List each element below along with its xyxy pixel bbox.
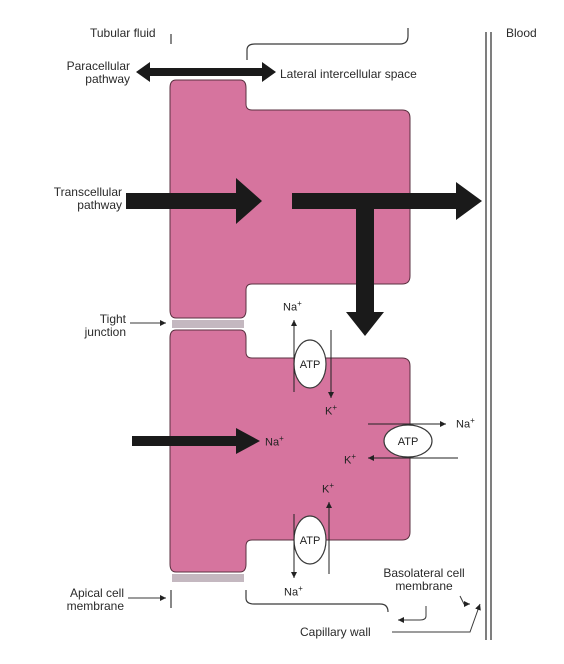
transcellular-pathway-label: Transcellular pathway	[53, 185, 122, 212]
lower-cell	[169, 329, 411, 573]
tight-junction-strands	[172, 320, 244, 328]
na-label-entry: Na+	[265, 434, 284, 449]
atp-pump-right: ATP	[368, 421, 458, 461]
blood-label: Blood	[506, 26, 537, 40]
label-pointers	[128, 320, 481, 633]
tubular-fluid-label: Tubular fluid	[90, 26, 156, 40]
lateral-intercellular-space-label: Lateral intercellular space	[280, 67, 417, 81]
lateral-space-top	[246, 28, 409, 60]
na-label-bottom: Na+	[284, 584, 303, 599]
atp-label-bottom: ATP	[300, 535, 321, 547]
upper-cell	[169, 79, 411, 319]
bottom-junction-strands	[172, 574, 244, 582]
paracellular-arrow	[136, 62, 276, 82]
atp-pump-bottom: ATP	[291, 502, 332, 578]
na-label-right: Na+	[456, 416, 475, 431]
basolateral-membrane-bottom	[245, 590, 389, 613]
apical-cell-membrane-label: Apical cell membrane	[66, 586, 124, 613]
tight-junction-label: Tight junction	[84, 312, 126, 339]
atp-label-right: ATP	[398, 436, 419, 448]
atp-label-top: ATP	[300, 359, 321, 371]
k-label-right: K+	[344, 452, 357, 467]
k-label-bottom: K+	[322, 481, 335, 496]
paracellular-pathway-label: Paracellular pathway	[66, 59, 130, 86]
basolateral-cell-membrane-label: Basolateral cell membrane	[383, 566, 465, 593]
transcellular-arrow-exit	[292, 182, 482, 336]
atp-pump-top: ATP	[291, 320, 334, 398]
capillary-wall-label: Capillary wall	[300, 625, 371, 639]
na-entry-arrow	[132, 428, 260, 454]
k-label-top: K+	[325, 403, 338, 418]
na-label-top: Na+	[283, 299, 302, 314]
transcellular-arrow-entry	[126, 178, 262, 224]
